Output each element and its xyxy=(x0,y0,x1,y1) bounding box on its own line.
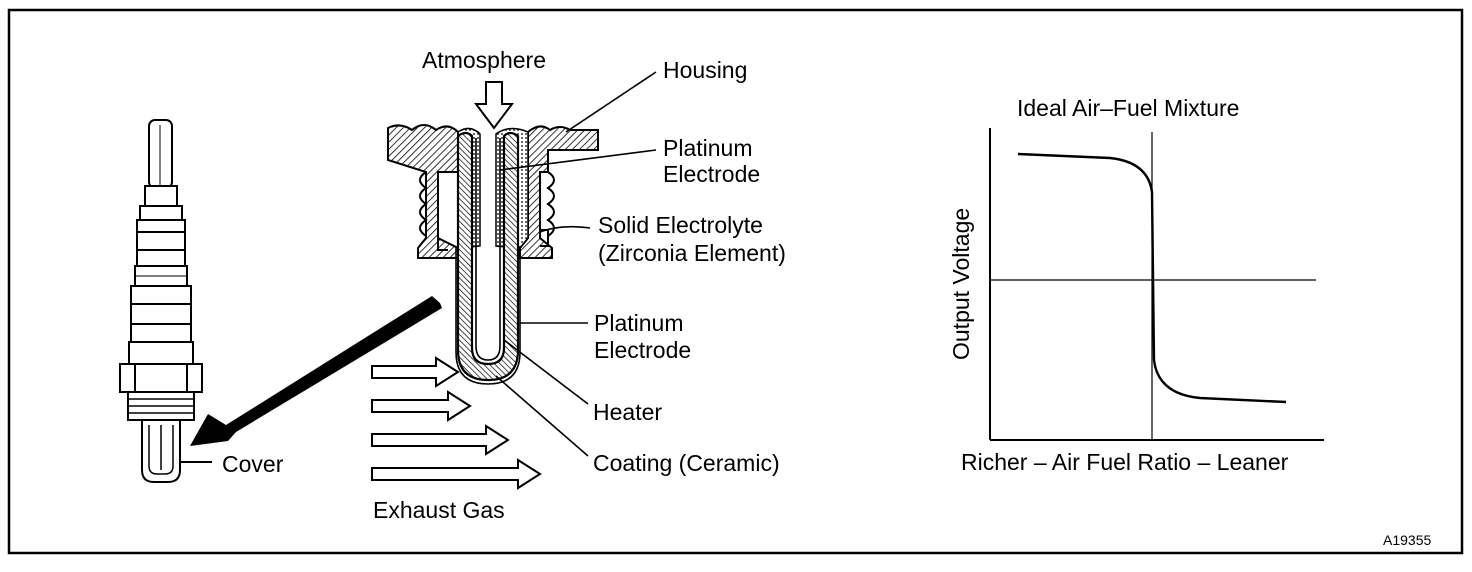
coating-label: Coating (Ceramic) xyxy=(593,450,780,476)
cover-label: Cover xyxy=(222,451,284,477)
exhaust-arrows xyxy=(371,356,542,490)
oxygen-sensor-drawing xyxy=(119,119,203,483)
solid-electrolyte-label-1: Solid Electrolyte xyxy=(598,212,763,238)
platinum-electrode-upper-label-2: Electrode xyxy=(663,161,761,187)
housing-label: Housing xyxy=(663,57,748,83)
exhaust-gas-label: Exhaust Gas xyxy=(373,497,505,523)
atmosphere-label: Atmosphere xyxy=(422,47,547,73)
zirconia-element xyxy=(456,131,520,382)
platinum-electrode-lower-label-1: Platinum xyxy=(594,310,684,336)
figure-id: A19355 xyxy=(1383,532,1432,548)
pointer-arrow xyxy=(190,296,442,446)
figure-frame xyxy=(7,8,1464,555)
graph-voltage-curve xyxy=(1017,152,1287,404)
atmosphere-arrow xyxy=(474,81,514,130)
graph-x-label: Richer – Air Fuel Ratio – Leaner xyxy=(961,449,1289,475)
graph-y-label: Output Voltage xyxy=(948,207,974,360)
platinum-electrode-lower-label-2: Electrode xyxy=(594,337,692,363)
solid-electrolyte-label-2: (Zirconia Element) xyxy=(598,240,786,266)
output-graph xyxy=(989,128,1324,441)
platinum-electrode-upper-label-1: Platinum xyxy=(663,135,753,161)
heater-label: Heater xyxy=(593,399,663,425)
graph-title: Ideal Air–Fuel Mixture xyxy=(1017,95,1240,121)
leader-lines xyxy=(495,71,657,457)
